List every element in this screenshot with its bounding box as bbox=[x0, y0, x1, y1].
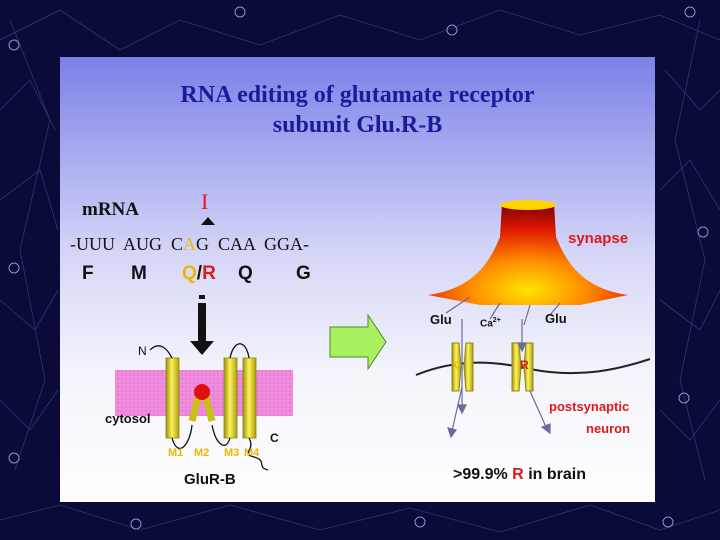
m3-helix bbox=[223, 357, 238, 439]
m1-helix bbox=[165, 357, 180, 439]
synapse-flame bbox=[428, 203, 628, 305]
calcium-symbol: Ca bbox=[480, 318, 493, 330]
glu-right-label: Glu bbox=[545, 311, 567, 326]
aa-r-variant: R bbox=[202, 263, 216, 284]
channel-r-mark: R bbox=[520, 358, 529, 372]
n-terminal-chain bbox=[149, 345, 173, 359]
m1-label: M1 bbox=[168, 447, 184, 459]
synapse-top bbox=[500, 200, 556, 210]
edited-base: A bbox=[183, 234, 197, 254]
m4-label: M4 bbox=[244, 447, 260, 459]
brain-stat: >99.9% R in brain bbox=[453, 466, 586, 484]
edit-site-triangle bbox=[201, 217, 215, 225]
sequence-prefix: -UUU AUG C bbox=[70, 234, 184, 254]
slide-title-line2: subunit Glu.R-B bbox=[272, 112, 443, 138]
aa-q: Q bbox=[238, 263, 253, 284]
mrna-sequence: -UUU AUG CAG CAA GGA- bbox=[70, 234, 309, 255]
inosine-label: I bbox=[201, 189, 209, 214]
aa-q-r: Q/R bbox=[182, 263, 216, 285]
transition-arrow bbox=[329, 313, 387, 371]
neuron-label: neuron bbox=[586, 421, 631, 436]
n-terminus-label: N bbox=[138, 344, 147, 358]
stat-percent: >99.9% bbox=[453, 466, 508, 483]
m2-label: M2 bbox=[194, 447, 210, 459]
c-terminus-label: C bbox=[270, 431, 279, 445]
glu-left-label: Glu bbox=[430, 312, 452, 327]
channel-q bbox=[451, 342, 474, 392]
diagram-graphics bbox=[115, 200, 651, 471]
aa-q-variant: Q bbox=[182, 263, 197, 284]
down-arrow-shaft bbox=[198, 303, 206, 343]
channel-r bbox=[511, 342, 534, 392]
calcium-charge: 2+ bbox=[492, 317, 501, 324]
cytosol-label: cytosol bbox=[105, 411, 151, 426]
c-terminal-chain bbox=[247, 437, 269, 471]
ion-flux-arrows bbox=[447, 319, 551, 439]
postsynaptic-label: postsynaptic bbox=[549, 399, 630, 414]
sequence-suffix: G CAA GGA- bbox=[196, 234, 310, 254]
release-rays bbox=[445, 296, 561, 326]
down-arrow-head bbox=[190, 341, 214, 355]
loop-m3-m4 bbox=[229, 343, 250, 359]
loop-m1-m2 bbox=[171, 424, 193, 450]
aa-g: G bbox=[296, 263, 311, 284]
aa-m: M bbox=[131, 263, 147, 284]
calcium-label: Ca2+ bbox=[480, 317, 501, 329]
glur-b-label: GluR-B bbox=[184, 471, 236, 488]
loop-m2-m3 bbox=[211, 424, 231, 446]
slide: RNA editing of glutamate receptor subuni… bbox=[60, 57, 655, 502]
stat-suffix: in brain bbox=[528, 466, 586, 483]
channel-q-mark: Q bbox=[454, 360, 462, 370]
stat-r: R bbox=[512, 466, 524, 483]
down-arrow-dash bbox=[199, 295, 205, 299]
aa-slash: / bbox=[196, 263, 203, 284]
synapse-label: synapse bbox=[568, 230, 629, 247]
mrna-label: mRNA bbox=[82, 199, 139, 220]
m3-label: M3 bbox=[224, 447, 240, 459]
slide-title-line1: RNA editing of glutamate receptor bbox=[180, 82, 535, 108]
qr-site-dot bbox=[194, 384, 210, 400]
aa-f: F bbox=[82, 263, 94, 284]
m4-helix bbox=[242, 357, 257, 439]
